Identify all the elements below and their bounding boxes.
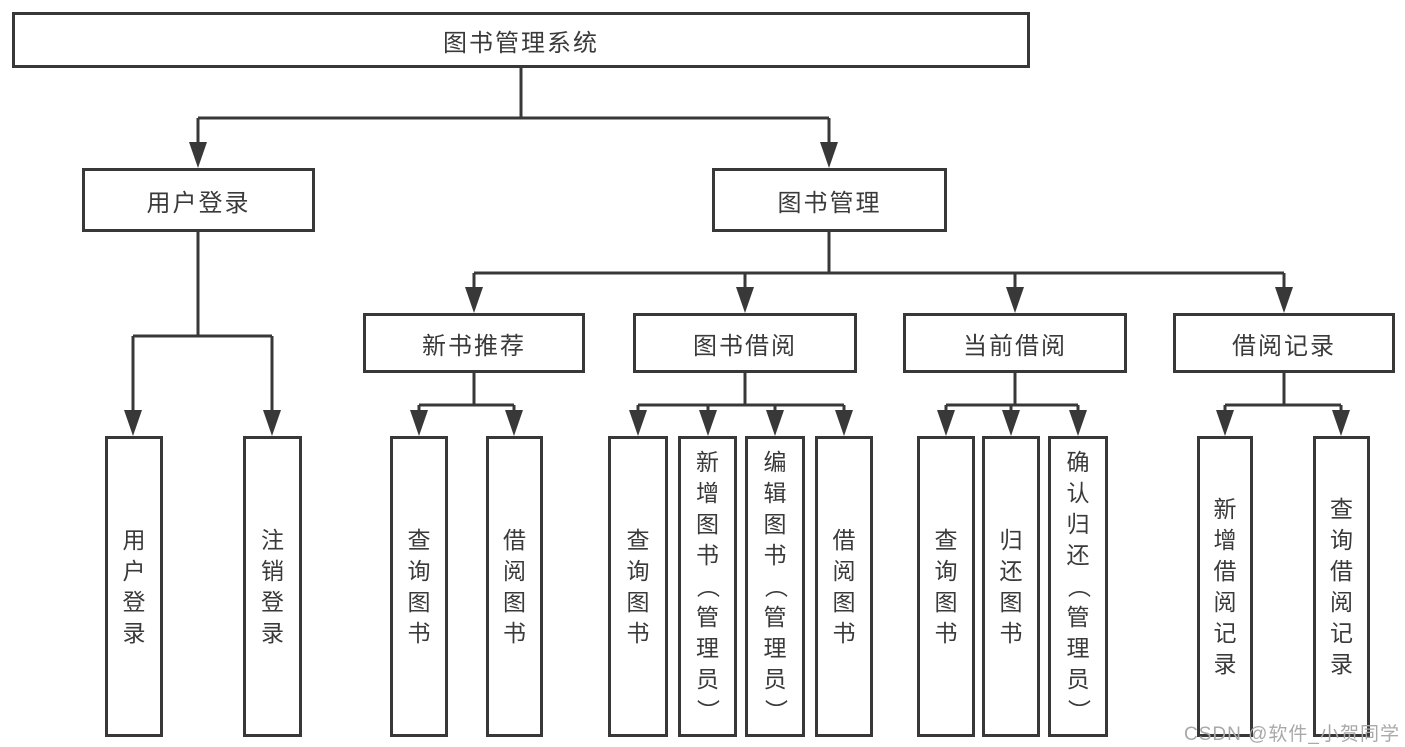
leaf-query-books-current: 查询图书: [917, 436, 975, 737]
leaf-return-books: 归还图书: [982, 436, 1040, 737]
leaf-query-books-borrow-label: 查询图书: [626, 526, 650, 646]
leaf-query-books-current-label: 查询图书: [934, 526, 958, 646]
leaf-user-login: 用户登录: [105, 436, 163, 737]
leaf-query-borrow-record-label: 查询借阅记录: [1330, 495, 1353, 677]
leaf-confirm-return-admin: 确认归还（管理员）: [1048, 436, 1108, 737]
leaf-logout: 注销登录: [243, 436, 302, 737]
leaf-borrow-books-borrow-label: 借阅图书: [832, 526, 856, 646]
node-user-login-label: 用户登录: [146, 189, 251, 217]
node-current-borrow: 当前借阅: [903, 313, 1127, 373]
node-book-management: 图书管理: [712, 168, 947, 232]
node-new-book-recommend: 新书推荐: [363, 313, 585, 373]
leaf-query-borrow-record: 查询借阅记录: [1313, 436, 1370, 737]
leaf-confirm-return-admin-label: 确认归还（管理员）: [1065, 449, 1092, 723]
leaf-query-books-recommend: 查询图书: [390, 436, 448, 737]
leaf-user-login-label: 用户登录: [122, 526, 146, 646]
node-user-login: 用户登录: [82, 168, 315, 232]
leaf-add-books-admin: 新增图书（管理员）: [678, 436, 737, 737]
node-book-management-label: 图书管理: [777, 189, 882, 217]
csdn-watermark: CSDN @软件_小贺同学: [1184, 724, 1400, 745]
node-book-borrow-label: 图书借阅: [693, 332, 797, 360]
leaf-borrow-books-borrow: 借阅图书: [815, 436, 873, 737]
leaf-add-books-admin-label: 新增图书（管理员）: [695, 449, 721, 723]
leaf-edit-books-admin-label: 编辑图书（管理员）: [762, 449, 789, 723]
leaf-query-books-recommend-label: 查询图书: [407, 526, 431, 646]
node-root: 图书管理系统: [12, 12, 1030, 68]
leaf-logout-label: 注销登录: [261, 526, 284, 646]
node-new-book-recommend-label: 新书推荐: [422, 332, 526, 360]
node-book-borrow: 图书借阅: [633, 313, 857, 373]
node-root-label: 图书管理系统: [443, 29, 599, 57]
node-borrow-records: 借阅记录: [1173, 313, 1395, 373]
leaf-add-borrow-record-label: 新增借阅记录: [1213, 495, 1237, 677]
leaf-edit-books-admin: 编辑图书（管理员）: [745, 436, 805, 737]
leaf-borrow-books-recommend-label: 借阅图书: [503, 526, 526, 646]
node-current-borrow-label: 当前借阅: [963, 332, 1067, 360]
leaf-borrow-books-recommend: 借阅图书: [486, 436, 543, 737]
leaf-add-borrow-record: 新增借阅记录: [1197, 436, 1253, 737]
node-borrow-records-label: 借阅记录: [1232, 332, 1336, 360]
leaf-query-books-borrow: 查询图书: [608, 436, 668, 737]
leaf-return-books-label: 归还图书: [999, 526, 1023, 646]
